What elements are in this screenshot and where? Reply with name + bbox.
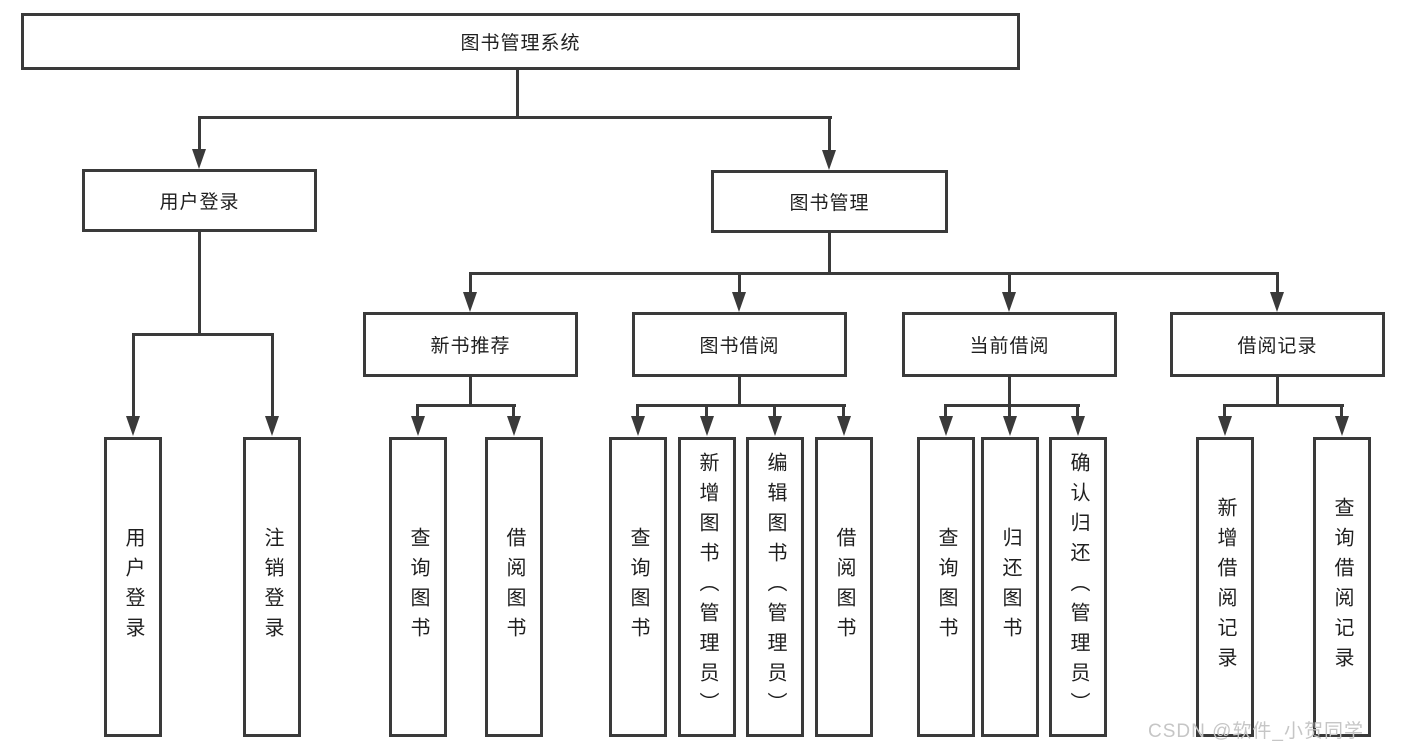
node-new-books-label: 新书推荐 bbox=[430, 336, 511, 357]
arrow-to-nb-query bbox=[411, 416, 425, 436]
arrow-to-user-login bbox=[192, 149, 206, 169]
leaf-records-add-label: 新增借阅记录 bbox=[1214, 497, 1236, 677]
connector-bookborrow-stem bbox=[738, 377, 741, 407]
node-borrow-records: 借阅记录 bbox=[1170, 312, 1385, 377]
csdn-watermark: CSDN @软件_小贺同学 bbox=[1148, 721, 1364, 742]
node-book-mgmt: 图书管理 bbox=[711, 170, 948, 233]
connector-drop-nb-query bbox=[416, 404, 419, 422]
connector-drop-book-borrow bbox=[738, 272, 741, 294]
node-current-borrow-label: 当前借阅 bbox=[969, 336, 1050, 357]
leaf-currentborrow-confirm-admin-label: 确认归还（管理员） bbox=[1067, 452, 1089, 722]
connector-bookborrow-rail bbox=[636, 404, 846, 407]
leaf-bookborrow-borrow-label: 借阅图书 bbox=[833, 527, 855, 647]
arrow-to-borrow-records bbox=[1270, 292, 1284, 312]
arrow-to-nb-borrow bbox=[507, 416, 521, 436]
node-new-books: 新书推荐 bbox=[363, 312, 578, 377]
leaf-bookborrow-add-admin: 新增图书（管理员） bbox=[678, 437, 736, 737]
leaf-user-login-label: 用户登录 bbox=[122, 527, 144, 647]
leaf-records-query: 查询借阅记录 bbox=[1313, 437, 1371, 737]
node-user-login-label: 用户登录 bbox=[159, 192, 240, 213]
connector-drop-cb-confirm bbox=[1076, 404, 1079, 422]
node-library-system-label: 图书管理系统 bbox=[460, 33, 581, 54]
arrow-to-bb-edit bbox=[768, 416, 782, 436]
node-borrow-records-label: 借阅记录 bbox=[1237, 336, 1318, 357]
leaf-bookborrow-add-admin-label: 新增图书（管理员） bbox=[696, 452, 718, 722]
arrow-to-logout-leaf bbox=[265, 416, 279, 436]
connector-borrowrecords-stem bbox=[1276, 377, 1279, 407]
leaf-currentborrow-query: 查询图书 bbox=[917, 437, 975, 737]
connector-drop-logout-leaf bbox=[271, 333, 274, 421]
arrow-to-br-add bbox=[1218, 416, 1232, 436]
connector-root-stem bbox=[516, 70, 519, 118]
connector-currentborrow-stem bbox=[1008, 377, 1011, 407]
arrow-to-cb-return bbox=[1003, 416, 1017, 436]
connector-drop-login-leaf bbox=[132, 333, 135, 421]
arrow-to-current-borrow bbox=[1002, 292, 1016, 312]
connector-drop-cb-query bbox=[944, 404, 947, 422]
node-user-login: 用户登录 bbox=[82, 169, 317, 232]
connector-drop-nb-borrow bbox=[512, 404, 515, 422]
leaf-newbooks-query-label: 查询图书 bbox=[407, 527, 429, 647]
connector-userlogin-stem bbox=[198, 232, 201, 336]
connector-root-right-drop bbox=[828, 116, 831, 152]
arrow-to-br-query bbox=[1335, 416, 1349, 436]
connector-drop-br-add bbox=[1223, 404, 1226, 422]
leaf-currentborrow-return: 归还图书 bbox=[981, 437, 1039, 737]
leaf-user-login: 用户登录 bbox=[104, 437, 162, 737]
connector-drop-bb-add bbox=[705, 404, 708, 422]
leaf-bookborrow-edit-admin: 编辑图书（管理员） bbox=[746, 437, 804, 737]
connector-newbooks-rail bbox=[416, 404, 516, 407]
connector-drop-bb-edit bbox=[773, 404, 776, 422]
leaf-bookborrow-query: 查询图书 bbox=[609, 437, 667, 737]
connector-currentborrow-rail bbox=[944, 404, 1080, 407]
node-book-mgmt-label: 图书管理 bbox=[789, 193, 870, 214]
arrow-to-bb-add bbox=[700, 416, 714, 436]
leaf-bookborrow-borrow: 借阅图书 bbox=[815, 437, 873, 737]
node-library-system: 图书管理系统 bbox=[21, 13, 1020, 70]
arrow-to-login-leaf bbox=[126, 416, 140, 436]
leaf-records-query-label: 查询借阅记录 bbox=[1331, 497, 1353, 677]
connector-borrowrecords-rail bbox=[1223, 404, 1344, 407]
connector-drop-bb-borrow bbox=[842, 404, 845, 422]
leaf-logout: 注销登录 bbox=[243, 437, 301, 737]
arrow-to-bb-query bbox=[631, 416, 645, 436]
connector-bookmgmt-stem bbox=[828, 233, 831, 275]
connector-drop-bb-query bbox=[636, 404, 639, 422]
leaf-newbooks-borrow-label: 借阅图书 bbox=[503, 527, 525, 647]
connector-drop-br-query bbox=[1340, 404, 1343, 422]
connector-drop-new-books bbox=[469, 272, 472, 294]
connector-bookmgmt-rail bbox=[469, 272, 1279, 275]
connector-drop-cb-return bbox=[1008, 404, 1011, 422]
leaf-records-add: 新增借阅记录 bbox=[1196, 437, 1254, 737]
leaf-logout-label: 注销登录 bbox=[261, 527, 283, 647]
connector-userlogin-rail bbox=[132, 333, 274, 336]
node-book-borrow-label: 图书借阅 bbox=[699, 336, 780, 357]
node-current-borrow: 当前借阅 bbox=[902, 312, 1117, 377]
arrow-to-cb-query bbox=[939, 416, 953, 436]
arrow-to-cb-confirm bbox=[1071, 416, 1085, 436]
connector-newbooks-stem bbox=[469, 377, 472, 407]
leaf-newbooks-borrow: 借阅图书 bbox=[485, 437, 543, 737]
leaf-currentborrow-query-label: 查询图书 bbox=[935, 527, 957, 647]
leaf-currentborrow-confirm-admin: 确认归还（管理员） bbox=[1049, 437, 1107, 737]
arrow-to-book-mgmt bbox=[822, 150, 836, 170]
connector-drop-borrow-records bbox=[1276, 272, 1279, 294]
leaf-currentborrow-return-label: 归还图书 bbox=[999, 527, 1021, 647]
node-book-borrow: 图书借阅 bbox=[632, 312, 847, 377]
leaf-bookborrow-query-label: 查询图书 bbox=[627, 527, 649, 647]
arrow-to-new-books bbox=[463, 292, 477, 312]
connector-root-rail bbox=[198, 116, 832, 119]
connector-root-left-drop bbox=[198, 116, 201, 152]
arrow-to-bb-borrow bbox=[837, 416, 851, 436]
connector-drop-current-borrow bbox=[1008, 272, 1011, 294]
leaf-newbooks-query: 查询图书 bbox=[389, 437, 447, 737]
leaf-bookborrow-edit-admin-label: 编辑图书（管理员） bbox=[764, 452, 786, 722]
arrow-to-book-borrow bbox=[732, 292, 746, 312]
